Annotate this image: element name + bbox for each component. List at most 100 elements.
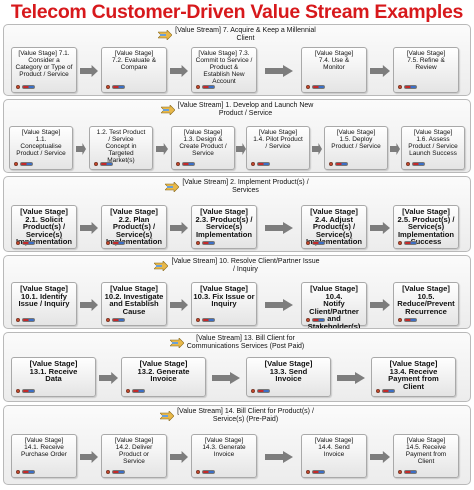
stage-status-icons [106, 85, 125, 89]
stage-status-icons [16, 389, 35, 393]
value-stage-box[interactable]: [Value Stage] 14.5. Receive Payment from… [393, 434, 459, 478]
flow-arrow-icon [337, 371, 365, 384]
value-stream-panel: [Value Stream] 7. Acquire & Keep a Mille… [3, 24, 471, 96]
flow-arrow-icon [212, 371, 240, 384]
value-stage-box[interactable]: [Value Stage] 2.2. Plan Product(s) / Ser… [101, 205, 167, 249]
value-stage-label: [Value Stage] 7.1. Consider a Category o… [15, 50, 73, 78]
value-stage-label: [Value Stage] 10.4. Notify Client/Partne… [307, 284, 361, 329]
stage-status-icons [16, 241, 35, 245]
stage-status-icons [16, 318, 35, 322]
status-dot-icon [329, 162, 333, 166]
flow-arrow-icon [370, 298, 390, 311]
value-stage-box[interactable]: [Value Stage] 1.6. Assess Product / Serv… [401, 126, 465, 170]
value-stage-box[interactable]: [Value Stage] 2.1. Solicit Product(s) / … [11, 205, 77, 249]
value-stage-box[interactable]: [Value Stage] 10.2. Investigate and Esta… [101, 282, 167, 326]
value-stage-box[interactable]: [Value Stage] 10.4. Notify Client/Partne… [301, 282, 367, 329]
value-stage-box[interactable]: [Value Stage] 7.5. Refine & Review [393, 47, 459, 93]
status-dot-icon [306, 241, 310, 245]
flow-arrow-icon [389, 142, 400, 155]
value-stage-box[interactable]: 1.2. Test Product / Service Concept in T… [89, 126, 153, 170]
flow-arrow-icon [80, 298, 98, 311]
value-stage-box[interactable]: [Value Stage] 7.4. Use & Monitor [301, 47, 367, 93]
value-stage-label: [Value Stage] 2.1. Solicit Product(s) / … [15, 207, 73, 247]
flow-arrow-icon [265, 298, 293, 311]
stage-status-icons [106, 470, 125, 474]
value-stage-box[interactable]: [Value Stage] 13.3. Send Invoice [246, 357, 331, 397]
status-dot-icon [14, 162, 18, 166]
value-stage-label: [Value Stage] 1.5. Deploy Product / Serv… [331, 129, 381, 150]
value-stage-box[interactable]: [Value Stage] 14.4. Send Invoice [301, 434, 367, 478]
stage-status-icons [196, 470, 215, 474]
flow-arrow-icon [170, 64, 188, 77]
stage-status-icons [306, 85, 325, 89]
value-stream-icon [164, 179, 182, 197]
stage-status-icons [94, 162, 113, 166]
value-stage-box[interactable]: [Value Stage] 10.5. Reduce/Prevent Recur… [393, 282, 459, 326]
value-stage-label: [Value Stage] 2.2. Plan Product(s) / Ser… [105, 207, 163, 247]
value-stage-box[interactable]: [Value Stage] 14.1. Receive Purchase Ord… [11, 434, 77, 478]
value-stage-box[interactable]: [Value Stage] 2.4. Adjust Product(s) / S… [301, 205, 367, 249]
status-dot-icon [306, 318, 310, 322]
stage-status-icons [14, 162, 33, 166]
progress-pill-icon [112, 470, 125, 474]
value-stage-box[interactable]: [Value Stage] 2.5. Product(s) / Service(… [393, 205, 459, 249]
stage-status-icons [398, 470, 417, 474]
value-stage-box[interactable]: [Value Stage] 10.1. Identify Issue / Inq… [11, 282, 77, 326]
progress-pill-icon [20, 162, 33, 166]
value-stage-label: [Value Stage] 13.1. Receive Data [29, 359, 78, 384]
flow-arrow-icon [235, 142, 246, 155]
progress-pill-icon [202, 318, 215, 322]
status-dot-icon [406, 162, 410, 166]
value-stage-label: [Value Stage] 13.4. Receive Payment from… [388, 359, 439, 391]
value-stage-label: [Value Stage] 1.1. Conceptualise Product… [16, 129, 66, 157]
progress-pill-icon [100, 162, 113, 166]
value-stage-box[interactable]: [Value Stage] 14.3. Generate Invoice [191, 434, 257, 478]
stage-status-icons [329, 162, 348, 166]
value-stage-box[interactable]: [Value Stage] 2.3. Product(s) / Service(… [191, 205, 257, 249]
progress-pill-icon [312, 85, 325, 89]
value-stage-label: [Value Stage] 14.2. Deliver Product or S… [114, 437, 154, 465]
progress-pill-icon [202, 85, 215, 89]
status-dot-icon [16, 85, 20, 89]
value-stage-label: [Value Stage] 2.3. Product(s) / Service(… [195, 207, 253, 239]
progress-pill-icon [112, 85, 125, 89]
value-stream-icon [169, 335, 187, 353]
value-stage-box[interactable]: [Value Stage] 1.1. Conceptualise Product… [9, 126, 73, 170]
value-stage-box[interactable]: [Value Stage] 1.3. Design & Create Produ… [171, 126, 235, 170]
value-stage-label: [Value Stage] 1.3. Design & Create Produ… [179, 129, 227, 157]
value-stage-box[interactable]: [Value Stage] 1.4. Pilot Product / Servi… [246, 126, 310, 170]
value-stream-icon [159, 408, 177, 426]
value-stream-panel: [Value Stream] 2. Implement Product(s) /… [3, 176, 471, 252]
status-dot-icon [306, 470, 310, 474]
value-stage-box[interactable]: [Value Stage] 7.1. Consider a Category o… [11, 47, 77, 93]
status-dot-icon [196, 318, 200, 322]
value-stream-header: [Value Stream] 2. Implement Product(s) /… [4, 179, 470, 207]
value-stage-box[interactable]: [Value Stage] 1.5. Deploy Product / Serv… [324, 126, 388, 170]
value-stage-box[interactable]: [Value Stage] 13.4. Receive Payment from… [371, 357, 456, 397]
value-stage-box[interactable]: [Value Stage] 7.3. Commit to Service / P… [191, 47, 257, 93]
value-stage-label: [Value Stage] 1.6. Assess Product / Serv… [408, 129, 458, 157]
value-stage-box[interactable]: [Value Stage] 7.2. Evaluate & Compare [101, 47, 167, 93]
value-stage-box[interactable]: [Value Stage] 14.2. Deliver Product or S… [101, 434, 167, 478]
flow-arrow-icon [170, 221, 188, 234]
value-stage-box[interactable]: [Value Stage] 10.3. Fix Issue or Inquiry [191, 282, 257, 326]
value-stage-box[interactable]: [Value Stage] 13.1. Receive Data [11, 357, 96, 397]
flow-arrow-icon [265, 64, 293, 77]
progress-pill-icon [202, 470, 215, 474]
status-dot-icon [306, 85, 310, 89]
value-stage-label: [Value Stage] 14.1. Receive Purchase Ord… [21, 437, 67, 458]
value-stream-title: [Value Stream] 7. Acquire & Keep a Mille… [175, 27, 316, 42]
value-stage-box[interactable]: [Value Stage] 13.2. Generate Invoice [121, 357, 206, 397]
progress-pill-icon [382, 389, 395, 393]
value-stream-panel: [Value Stream] 14. Bill Client for Produ… [3, 405, 471, 485]
value-stage-label: [Value Stage] 10.5. Reduce/Prevent Recur… [397, 284, 455, 316]
progress-pill-icon [312, 318, 325, 322]
progress-pill-icon [202, 241, 215, 245]
value-stream-panel: [Value Stream] 10. Resolve Client/Partne… [3, 255, 471, 329]
value-stream-header: [Value Stream] 14. Bill Client for Produ… [4, 408, 470, 436]
value-stream-panel: [Value Stream] 13. Bill Client for Commu… [3, 332, 471, 402]
value-stream-header: [Value Stream] 7. Acquire & Keep a Mille… [4, 27, 470, 55]
stage-status-icons [376, 389, 395, 393]
flow-arrow-icon [370, 221, 390, 234]
progress-pill-icon [112, 318, 125, 322]
